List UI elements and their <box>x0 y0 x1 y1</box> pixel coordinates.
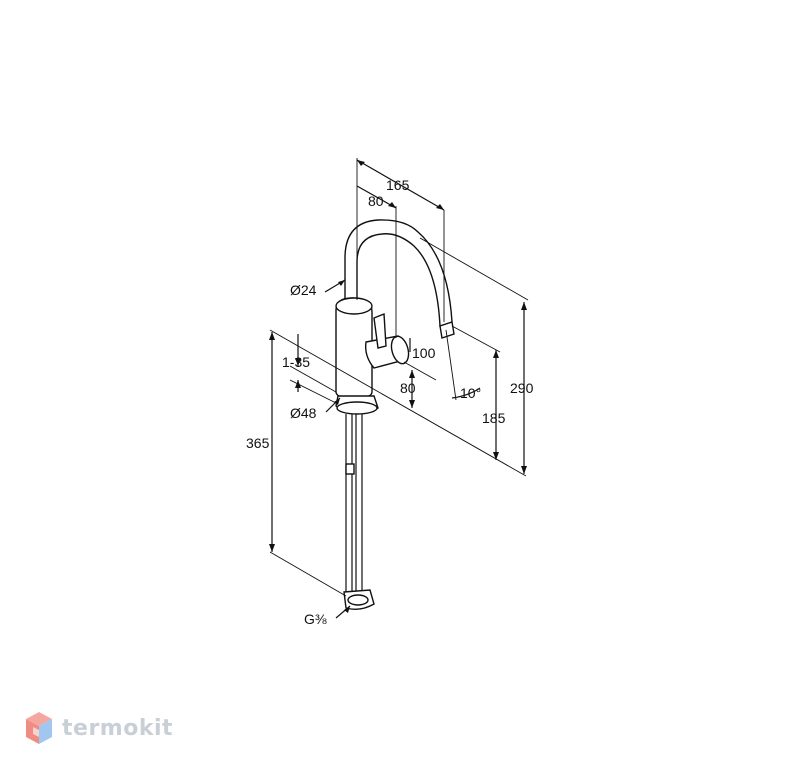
dim-100: 100 <box>412 345 436 361</box>
faucet-body <box>335 219 455 611</box>
brand-logo[interactable]: termokit <box>24 710 173 746</box>
dim-80-spout: 80 <box>368 193 384 209</box>
dim-thread-g38: G⅜ <box>304 611 327 627</box>
cube-logo-icon <box>26 712 52 744</box>
dim-80-lever: 80 <box>400 380 416 396</box>
dim-diameter-24: Ø24 <box>290 282 317 298</box>
dim-angle-10: 10° <box>460 385 481 401</box>
dim-290: 290 <box>510 380 534 396</box>
dim-diameter-48: Ø48 <box>290 405 317 421</box>
dim-365: 365 <box>246 435 270 451</box>
brand-name: termokit <box>62 715 174 741</box>
dimension-labels: 165 80 Ø24 290 100 80 185 10° 1-35 Ø48 3… <box>246 177 534 627</box>
dim-165: 165 <box>386 177 410 193</box>
dim-185: 185 <box>482 410 506 426</box>
dim-1-35: 1-35 <box>282 354 310 370</box>
dimension-lines <box>269 158 529 619</box>
